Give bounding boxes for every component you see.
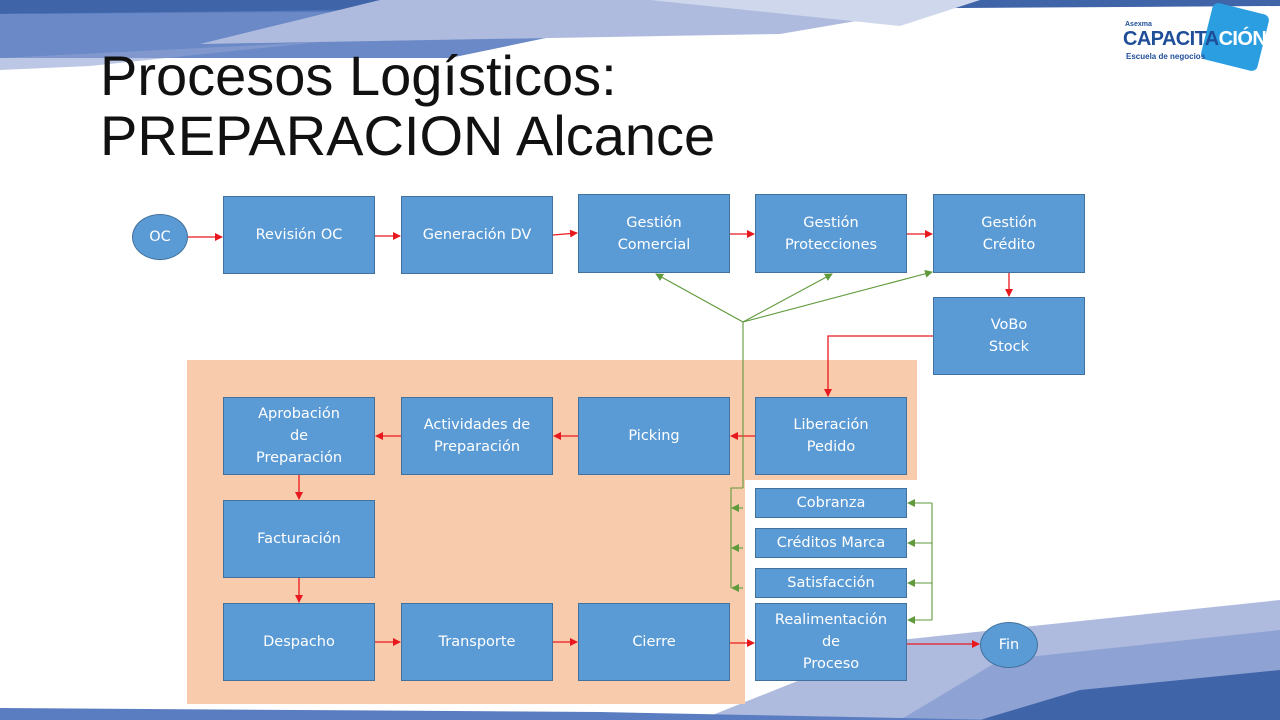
logo-pretext: Asexma [1125, 21, 1152, 28]
node-picking: Picking [578, 397, 730, 475]
logo-wordmark-a: CAPACITA [1123, 28, 1219, 50]
title-line-1: Procesos Logísticos: [100, 44, 617, 107]
node-despacho: Despacho [223, 603, 375, 681]
node-gestion-comercial: Gestión Comercial [578, 194, 730, 273]
node-revision-oc: Revisión OC [223, 196, 375, 274]
title-line-2: PREPARACION Alcance [100, 104, 716, 167]
page-title: Procesos Logísticos: PREPARACION Alcance [100, 46, 715, 166]
logo-wordmark: CAPACITACIÓN [1123, 28, 1267, 50]
node-facturacion: Facturación [223, 500, 375, 578]
logo-subtitle: Escuela de negocios [1126, 52, 1206, 61]
node-creditos-marca: Créditos Marca [755, 528, 907, 558]
node-transporte: Transporte [401, 603, 553, 681]
node-oc: OC [132, 214, 188, 260]
node-satisfaccion: Satisfacción [755, 568, 907, 598]
node-vobo-stock: VoBo Stock [933, 297, 1085, 375]
node-fin: Fin [980, 622, 1038, 668]
node-cierre: Cierre [578, 603, 730, 681]
node-gestion-credito: Gestión Crédito [933, 194, 1085, 273]
capacitacion-logo: Asexma CAPACITACIÓN Escuela de negocios [1120, 1, 1272, 78]
node-realimentacion-proceso: Realimentación de Proceso [755, 603, 907, 681]
node-liberacion-pedido: Liberación Pedido [755, 397, 907, 475]
node-cobranza: Cobranza [755, 488, 907, 518]
logo-wordmark-b: CIÓN [1218, 28, 1267, 50]
node-aprobacion-preparacion: Aprobación de Preparación [223, 397, 375, 475]
node-actividades-preparacion: Actividades de Preparación [401, 397, 553, 475]
node-generacion-dv: Generación DV [401, 196, 553, 274]
node-gestion-protecciones: Gestión Protecciones [755, 194, 907, 273]
